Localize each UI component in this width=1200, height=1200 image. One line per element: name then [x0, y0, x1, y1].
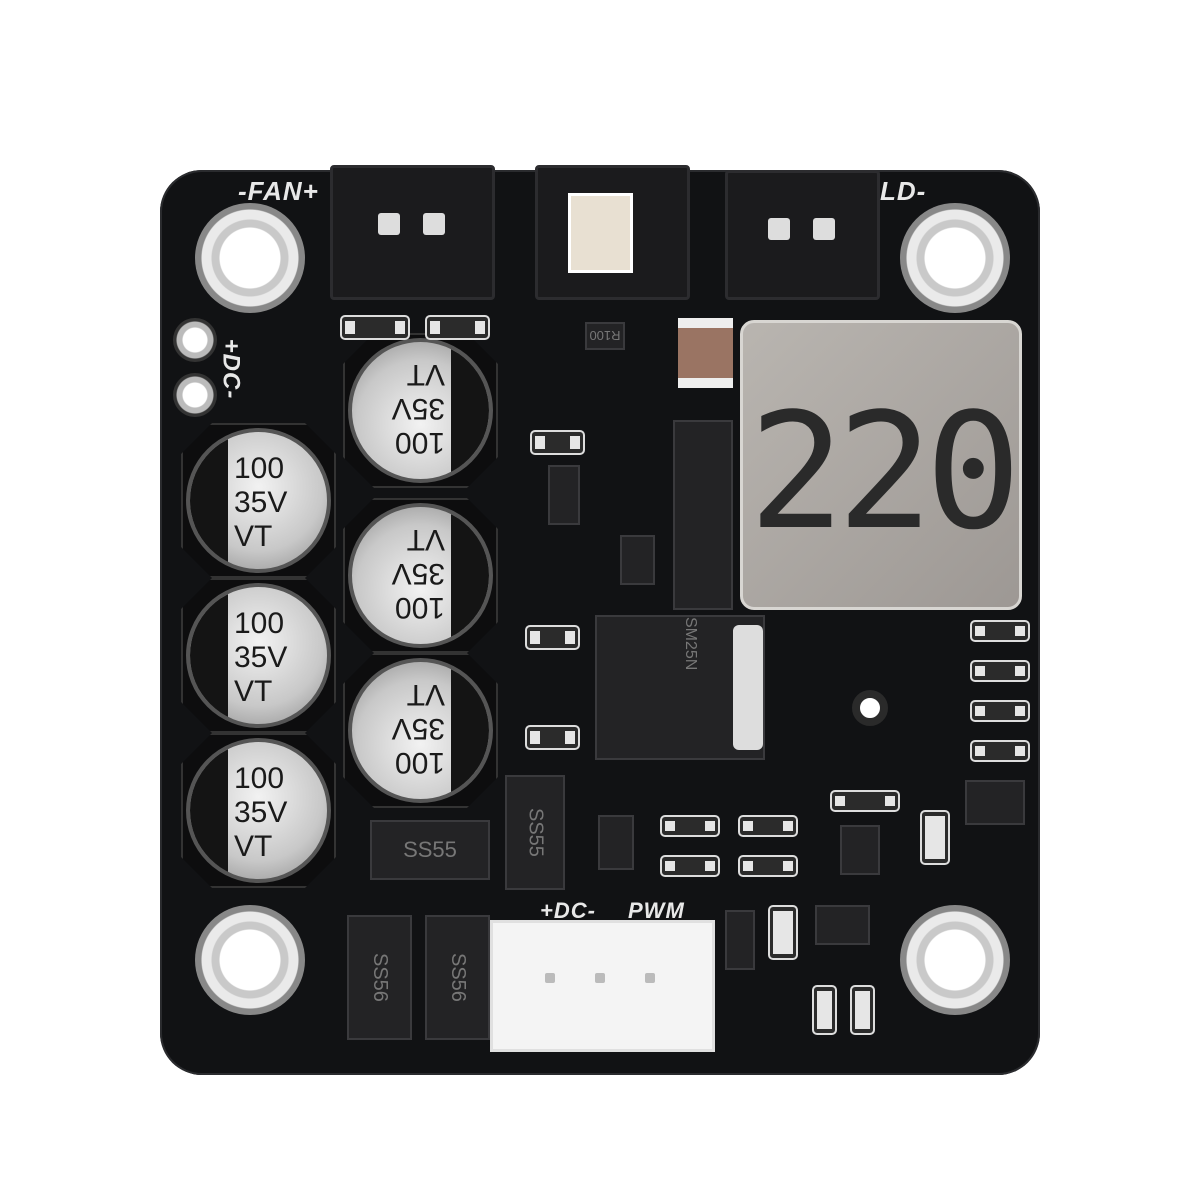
fan-label: -FAN+ [238, 176, 319, 206]
mounting-hole [900, 203, 1010, 313]
mounting-hole [195, 905, 305, 1015]
ld-connector [725, 170, 880, 300]
inductor: 220 [740, 320, 1022, 610]
ic-chip [548, 465, 580, 525]
switch [535, 165, 690, 300]
dc-output-label: +DC- [540, 898, 596, 923]
diode [725, 910, 755, 970]
ic-chip [673, 420, 733, 610]
ld-label: LD- [880, 176, 927, 206]
diode [620, 535, 655, 585]
dc-pad-hole [173, 318, 217, 362]
dc-input-label: +DC- [217, 338, 245, 400]
schottky-diode: SS56 [347, 915, 412, 1040]
ic-chip [840, 825, 880, 875]
schottky-diode: SS56 [425, 915, 490, 1040]
ic-chip [815, 905, 870, 945]
fan-connector [330, 165, 495, 300]
ic-chip [965, 780, 1025, 825]
schottky-diode: SS55 [370, 820, 490, 880]
pwm-connector [490, 920, 715, 1052]
diode [598, 815, 634, 870]
mounting-hole [900, 905, 1010, 1015]
shunt-resistor: R100 [585, 322, 625, 350]
mounting-hole [195, 203, 305, 313]
ceramic-capacitor [678, 318, 733, 388]
dc-pad-hole [173, 373, 217, 417]
pwm-label: PWM [628, 898, 685, 923]
schottky-diode: SS55 [505, 775, 565, 890]
